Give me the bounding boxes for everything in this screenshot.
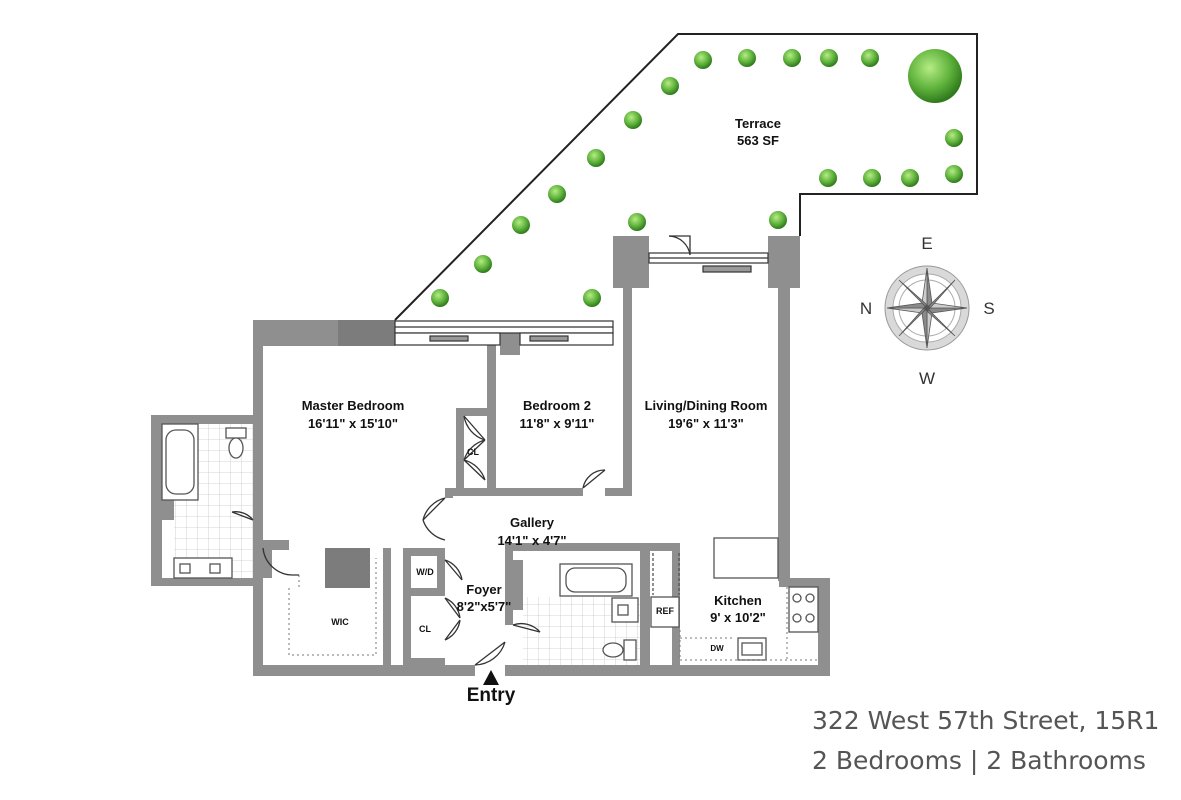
tree-icon — [820, 49, 838, 67]
tree-icon — [694, 51, 712, 69]
fixtures — [161, 423, 819, 661]
closet-label: CL — [467, 447, 479, 457]
toilet — [225, 427, 247, 439]
tree-icon — [661, 77, 679, 95]
foyer-name: Foyer — [466, 582, 501, 597]
foyer-size: 8'2"x5'7" — [457, 599, 512, 614]
tree-icon — [628, 213, 646, 231]
walk-in-closet-label: WIC — [331, 617, 349, 627]
washer-dryer-label: W/D — [416, 567, 434, 577]
compass-rose-icon — [884, 265, 970, 351]
tree-icon — [583, 289, 601, 307]
refrigerator-label: REF — [656, 606, 675, 616]
tree-icon — [548, 185, 566, 203]
refrigerator — [650, 596, 680, 628]
entry-arrow-icon — [483, 670, 499, 685]
toilet — [623, 639, 637, 661]
doors — [231, 235, 691, 666]
tree-icon — [769, 211, 787, 229]
stove — [788, 586, 819, 633]
tree-icon — [474, 255, 492, 273]
gallery-name: Gallery — [510, 515, 555, 530]
bedroom-2-size: 11'8" x 9'11" — [520, 416, 595, 431]
tree-icon — [901, 169, 919, 187]
bedroom-2-name: Bedroom 2 — [523, 398, 591, 413]
kitchen-name: Kitchen — [714, 593, 762, 608]
terrace-size: 563 SF — [737, 133, 779, 148]
compass-north-label: N — [860, 299, 872, 318]
listing-summary: 2 Bedrooms | 2 Bathrooms — [812, 746, 1146, 775]
windows — [394, 252, 769, 346]
living-dining-size: 19'6" x 11'3" — [668, 416, 744, 431]
tree-icon — [945, 129, 963, 147]
walls — [151, 236, 830, 676]
tree-icon — [587, 149, 605, 167]
listing-address: 322 West 57th Street, 15R1 — [812, 706, 1160, 735]
closet-label: CL — [419, 624, 431, 634]
tree-icon — [863, 169, 881, 187]
counters — [288, 558, 818, 661]
kitchen-size: 9' x 10'2" — [710, 610, 766, 625]
gallery-size: 14'1" x 4'7" — [497, 533, 566, 548]
tree-icon — [819, 169, 837, 187]
tree-icon — [624, 111, 642, 129]
entry-label: Entry — [467, 685, 516, 706]
living-dining-name: Living/Dining Room — [645, 398, 768, 413]
terrace-trees — [431, 49, 963, 307]
terrace-name: Terrace — [735, 116, 781, 131]
tree-icon — [861, 49, 879, 67]
master-bedroom-size: 16'11" x 15'10" — [308, 416, 398, 431]
tree-icon — [431, 289, 449, 307]
master-bedroom-name: Master Bedroom — [302, 398, 405, 413]
kitchen-island — [713, 537, 779, 579]
compass-west-label: W — [919, 369, 935, 388]
tree-icon — [908, 49, 962, 103]
compass-south-label: S — [983, 299, 994, 318]
terrace-outline — [394, 33, 978, 321]
tree-icon — [738, 49, 756, 67]
dishwasher-label: DW — [710, 644, 724, 653]
tree-icon — [783, 49, 801, 67]
tree-icon — [945, 165, 963, 183]
tree-icon — [512, 216, 530, 234]
compass-east-label: E — [921, 234, 932, 253]
